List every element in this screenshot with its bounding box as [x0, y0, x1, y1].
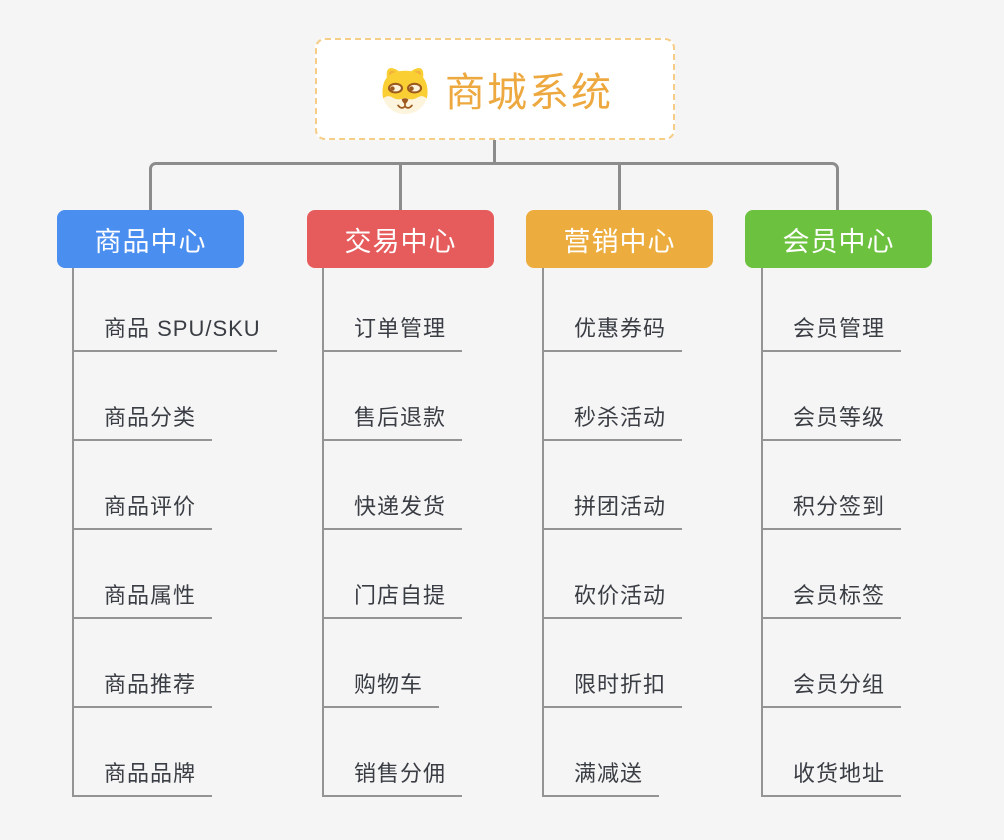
leaf-label: 售后退款	[324, 400, 463, 441]
dog-icon	[382, 68, 428, 115]
leaf-label: 砍价活动	[544, 578, 683, 619]
leaf-label: 拼团活动	[544, 489, 683, 530]
leaf-node-member-tag[interactable]: 会员标签	[763, 530, 902, 619]
leaf-label: 商品属性	[74, 578, 213, 619]
leaf-node-bargain-activity[interactable]: 砍价活动	[544, 530, 683, 619]
leaf-label: 商品品牌	[74, 756, 213, 797]
leaf-node-product-review[interactable]: 商品评价	[74, 441, 277, 530]
leaf-label: 会员标签	[763, 578, 902, 619]
connector-drop-marketing	[618, 164, 621, 210]
leaf-node-shopping-cart[interactable]: 购物车	[324, 619, 462, 708]
leaf-node-points-checkin[interactable]: 积分签到	[763, 441, 902, 530]
branch-label: 会员中心	[782, 226, 895, 257]
leaf-label: 收货地址	[763, 756, 902, 797]
leaf-node-product-attribute[interactable]: 商品属性	[74, 530, 277, 619]
leaf-label: 积分签到	[763, 489, 902, 530]
branch-node-member-center[interactable]: 会员中心	[745, 210, 932, 268]
leaf-label: 会员分组	[763, 667, 902, 708]
leaf-node-member-level[interactable]: 会员等级	[763, 352, 902, 441]
branch-label: 营销中心	[563, 226, 676, 257]
leaf-label: 商品分类	[74, 400, 213, 441]
branch-label: 交易中心	[344, 226, 457, 257]
leaf-column-trade: 订单管理 售后退款 快递发货 门店自提 购物车 销售分佣	[322, 268, 463, 797]
leaf-label: 商品 SPU/SKU	[74, 311, 277, 352]
connector-drop-trade	[399, 164, 402, 210]
leaf-node-after-sale-refund[interactable]: 售后退款	[324, 352, 463, 441]
leaf-label: 限时折扣	[544, 667, 683, 708]
leaf-label: 商品推荐	[74, 667, 213, 708]
leaf-node-product-category[interactable]: 商品分类	[74, 352, 277, 441]
leaf-node-sales-commission[interactable]: 销售分佣	[324, 708, 463, 797]
leaf-label: 销售分佣	[324, 756, 463, 797]
leaf-label: 会员管理	[763, 311, 902, 352]
leaf-label: 商品评价	[74, 489, 213, 530]
leaf-node-member-group[interactable]: 会员分组	[763, 619, 902, 708]
leaf-node-order-management[interactable]: 订单管理	[324, 268, 463, 352]
leaf-node-limited-time-discount[interactable]: 限时折扣	[544, 619, 683, 708]
leaf-node-express-delivery[interactable]: 快递发货	[324, 441, 463, 530]
leaf-node-product-spu-sku[interactable]: 商品 SPU/SKU	[74, 268, 277, 352]
leaf-label: 满减送	[544, 756, 660, 797]
leaf-node-full-reduction[interactable]: 满减送	[544, 708, 682, 797]
branch-node-product-center[interactable]: 商品中心	[57, 210, 244, 268]
branch-node-trade-center[interactable]: 交易中心	[307, 210, 494, 268]
leaf-label: 门店自提	[324, 578, 463, 619]
leaf-label: 购物车	[324, 667, 440, 708]
leaf-node-store-pickup[interactable]: 门店自提	[324, 530, 463, 619]
leaf-label: 会员等级	[763, 400, 902, 441]
leaf-label: 秒杀活动	[544, 400, 683, 441]
connector-root-stub	[493, 140, 496, 164]
root-title: 商城系统	[445, 71, 613, 115]
leaf-label: 快递发货	[324, 489, 463, 530]
leaf-column-marketing: 优惠券码 秒杀活动 拼团活动 砍价活动 限时折扣 满减送	[542, 268, 683, 797]
leaf-column-member: 会员管理 会员等级 积分签到 会员标签 会员分组 收货地址	[761, 268, 902, 797]
root-node-mall-system[interactable]: 商城系统	[315, 38, 675, 140]
leaf-node-group-buy[interactable]: 拼团活动	[544, 441, 683, 530]
leaf-node-product-brand[interactable]: 商品品牌	[74, 708, 277, 797]
leaf-node-member-management[interactable]: 会员管理	[763, 268, 902, 352]
leaf-node-coupon-code[interactable]: 优惠券码	[544, 268, 683, 352]
leaf-node-product-recommend[interactable]: 商品推荐	[74, 619, 277, 708]
leaf-column-product: 商品 SPU/SKU 商品分类 商品评价 商品属性 商品推荐 商品品牌	[72, 268, 277, 797]
leaf-node-flash-sale[interactable]: 秒杀活动	[544, 352, 683, 441]
leaf-label: 订单管理	[324, 311, 463, 352]
branch-node-marketing-center[interactable]: 营销中心	[526, 210, 713, 268]
connector-bus	[149, 162, 839, 210]
leaf-label: 优惠券码	[544, 311, 683, 352]
leaf-node-shipping-address[interactable]: 收货地址	[763, 708, 902, 797]
branch-label: 商品中心	[94, 226, 207, 257]
